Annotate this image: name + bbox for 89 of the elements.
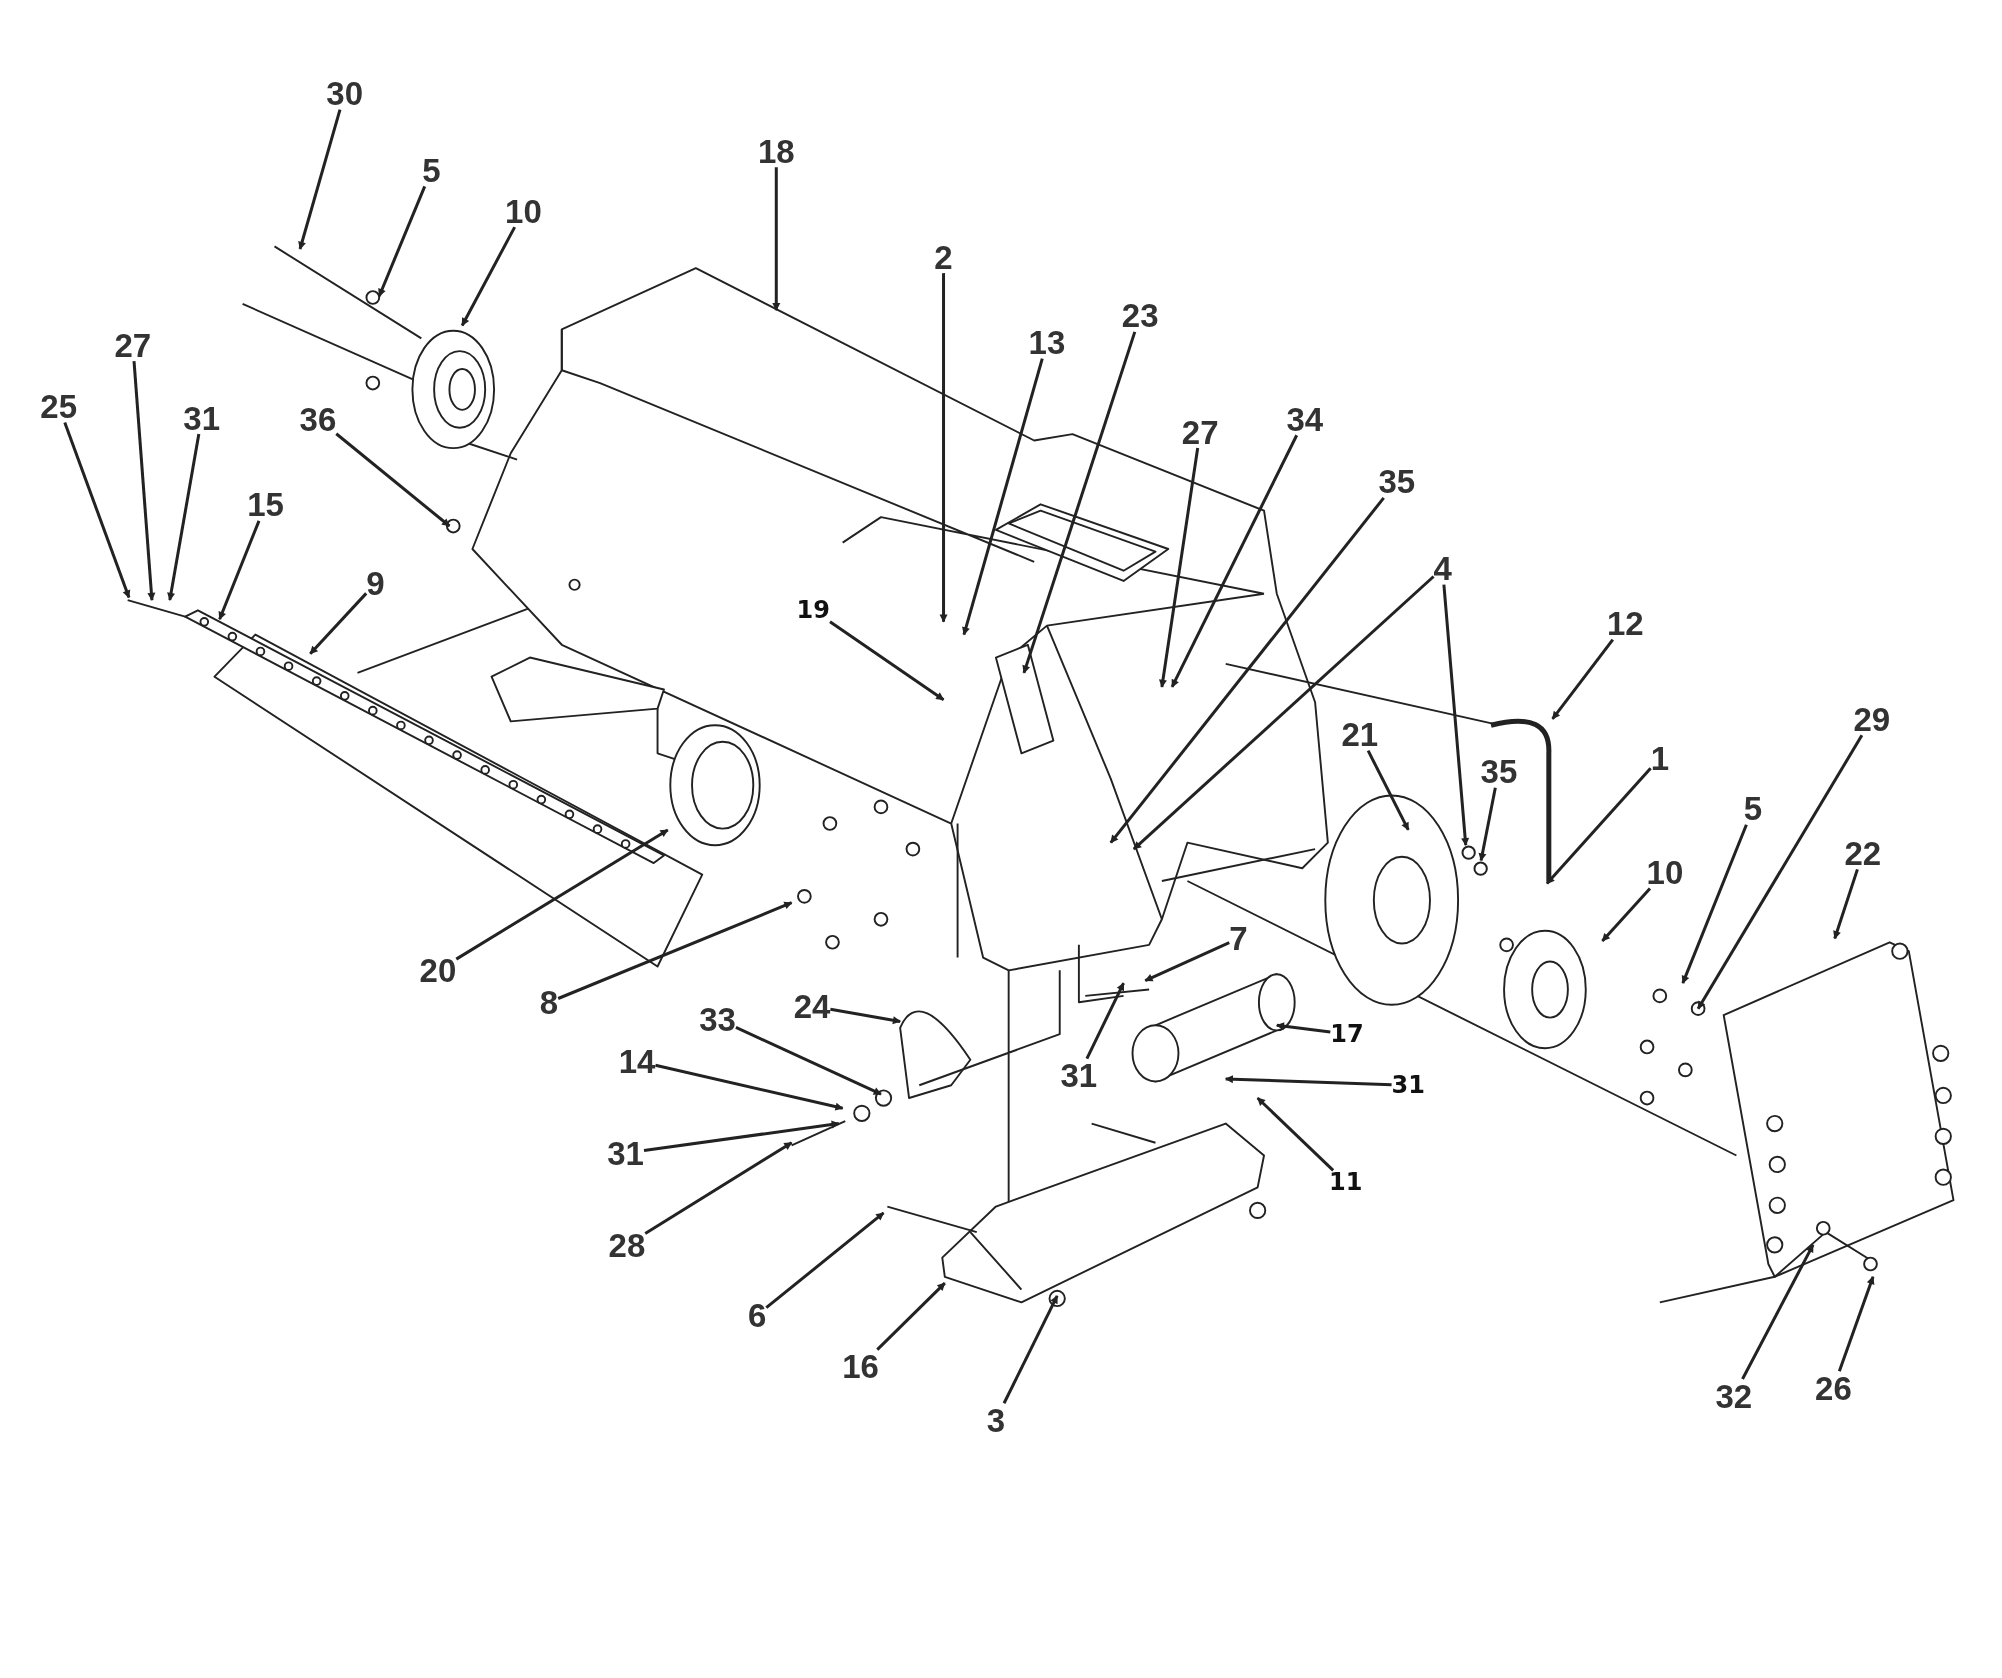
- leader-arrow: [1170, 434, 1299, 688]
- callout-number: 10: [1646, 855, 1684, 889]
- callout-number: 3: [986, 1403, 1006, 1437]
- leader-arrow: [655, 1063, 844, 1111]
- callout-number: 18: [757, 134, 795, 168]
- leader-arrow: [1681, 824, 1748, 984]
- leader-arrow: [1085, 982, 1125, 1060]
- callout-number: 25: [40, 389, 78, 423]
- leader-arrow: [876, 1282, 946, 1351]
- leader-arrow: [1132, 575, 1435, 851]
- leader-arrow: [377, 185, 427, 297]
- callout-number: 32: [1715, 1379, 1753, 1412]
- leader-arrow: [455, 828, 669, 961]
- callout-number: 34: [1286, 402, 1324, 436]
- leader-arrow: [1224, 1075, 1392, 1087]
- callout-number: 14: [618, 1044, 656, 1078]
- callout-number: 5: [1743, 791, 1763, 825]
- leader-arrow: [1696, 734, 1864, 1010]
- callout-number: 19: [796, 598, 830, 623]
- leader-arrow: [1109, 496, 1385, 844]
- leader-arrow: [1833, 868, 1859, 940]
- leader-arrow: [830, 1007, 901, 1025]
- callout-number: 5: [422, 153, 441, 187]
- leader-arrow: [1002, 1295, 1059, 1404]
- callout-number: 15: [247, 487, 284, 521]
- callout-number: 31: [1060, 1058, 1098, 1092]
- callout-number: 9: [366, 567, 385, 600]
- callout-number: 11: [1329, 1170, 1363, 1195]
- leader-arrow: [1442, 584, 1470, 846]
- leader-arrow: [962, 358, 1044, 636]
- nut: [1473, 860, 1489, 876]
- callout-number: 16: [842, 1349, 879, 1383]
- callout-number: 35: [1480, 754, 1518, 788]
- leader-arrow: [460, 226, 516, 327]
- leader-arrow: [218, 520, 261, 620]
- leader-arrow: [1551, 638, 1614, 720]
- leader-arrow: [643, 1120, 840, 1152]
- leader-arrow: [772, 167, 781, 312]
- callout-number: 8: [539, 985, 559, 1019]
- nut: [1460, 845, 1476, 861]
- callout-number: 31: [607, 1136, 644, 1170]
- callout-number: 36: [299, 402, 337, 436]
- leader-arrow: [132, 361, 156, 601]
- leader-arrow: [939, 273, 948, 623]
- callout-number: 35: [1378, 464, 1416, 498]
- callout-number: 27: [1181, 415, 1219, 449]
- callout-number: 4: [1433, 551, 1452, 585]
- leader-arrow: [298, 109, 342, 250]
- leader-arrow: [1741, 1244, 1815, 1380]
- leader-arrow: [735, 1025, 882, 1096]
- callout-number: 1: [1650, 741, 1669, 775]
- leader-arrow: [1478, 787, 1497, 862]
- leader-arrow: [167, 433, 201, 601]
- leader-arrow: [1144, 941, 1230, 982]
- callout-number: 27: [114, 328, 152, 362]
- callout-number: 22: [1844, 836, 1882, 870]
- callout-number: 7: [1229, 921, 1248, 955]
- leader-arrow: [63, 422, 131, 599]
- callout-number: 24: [793, 989, 831, 1023]
- leader-arrow: [1837, 1276, 1875, 1372]
- leader-arrow: [1545, 767, 1652, 885]
- callout-number: 6: [747, 1298, 767, 1332]
- callout-number: 12: [1607, 606, 1644, 640]
- callout-number: 20: [419, 953, 457, 987]
- leader-arrow: [1159, 447, 1200, 688]
- leader-arrow: [644, 1141, 793, 1235]
- leader-arrow: [1022, 331, 1137, 674]
- callout-number: 31: [183, 401, 221, 434]
- callout-number: 33: [699, 1002, 736, 1036]
- leader-arrow: [829, 620, 945, 701]
- leader-arrow: [1276, 1022, 1331, 1034]
- leader-arrow: [309, 592, 368, 655]
- callout-number: 10: [505, 194, 542, 228]
- leader-arrow: [765, 1211, 885, 1309]
- leader-arrow: [1256, 1096, 1335, 1172]
- callout-number: 30: [326, 76, 364, 110]
- callout-number: 13: [1028, 325, 1066, 359]
- leader-arrow: [1366, 749, 1410, 831]
- callout-number: 28: [608, 1228, 646, 1262]
- callout-number: 2: [934, 240, 953, 274]
- callout-number: 31: [1391, 1073, 1425, 1098]
- callout-number: 26: [1815, 1371, 1852, 1405]
- leader-arrow: [1601, 887, 1652, 942]
- callout-number: 21: [1341, 717, 1379, 751]
- leader-arrow: [335, 432, 451, 528]
- callout-number: 29: [1853, 702, 1891, 736]
- leader-arrow: [557, 901, 793, 1000]
- callout-number: 17: [1330, 1022, 1364, 1047]
- callout-number: 23: [1121, 298, 1159, 332]
